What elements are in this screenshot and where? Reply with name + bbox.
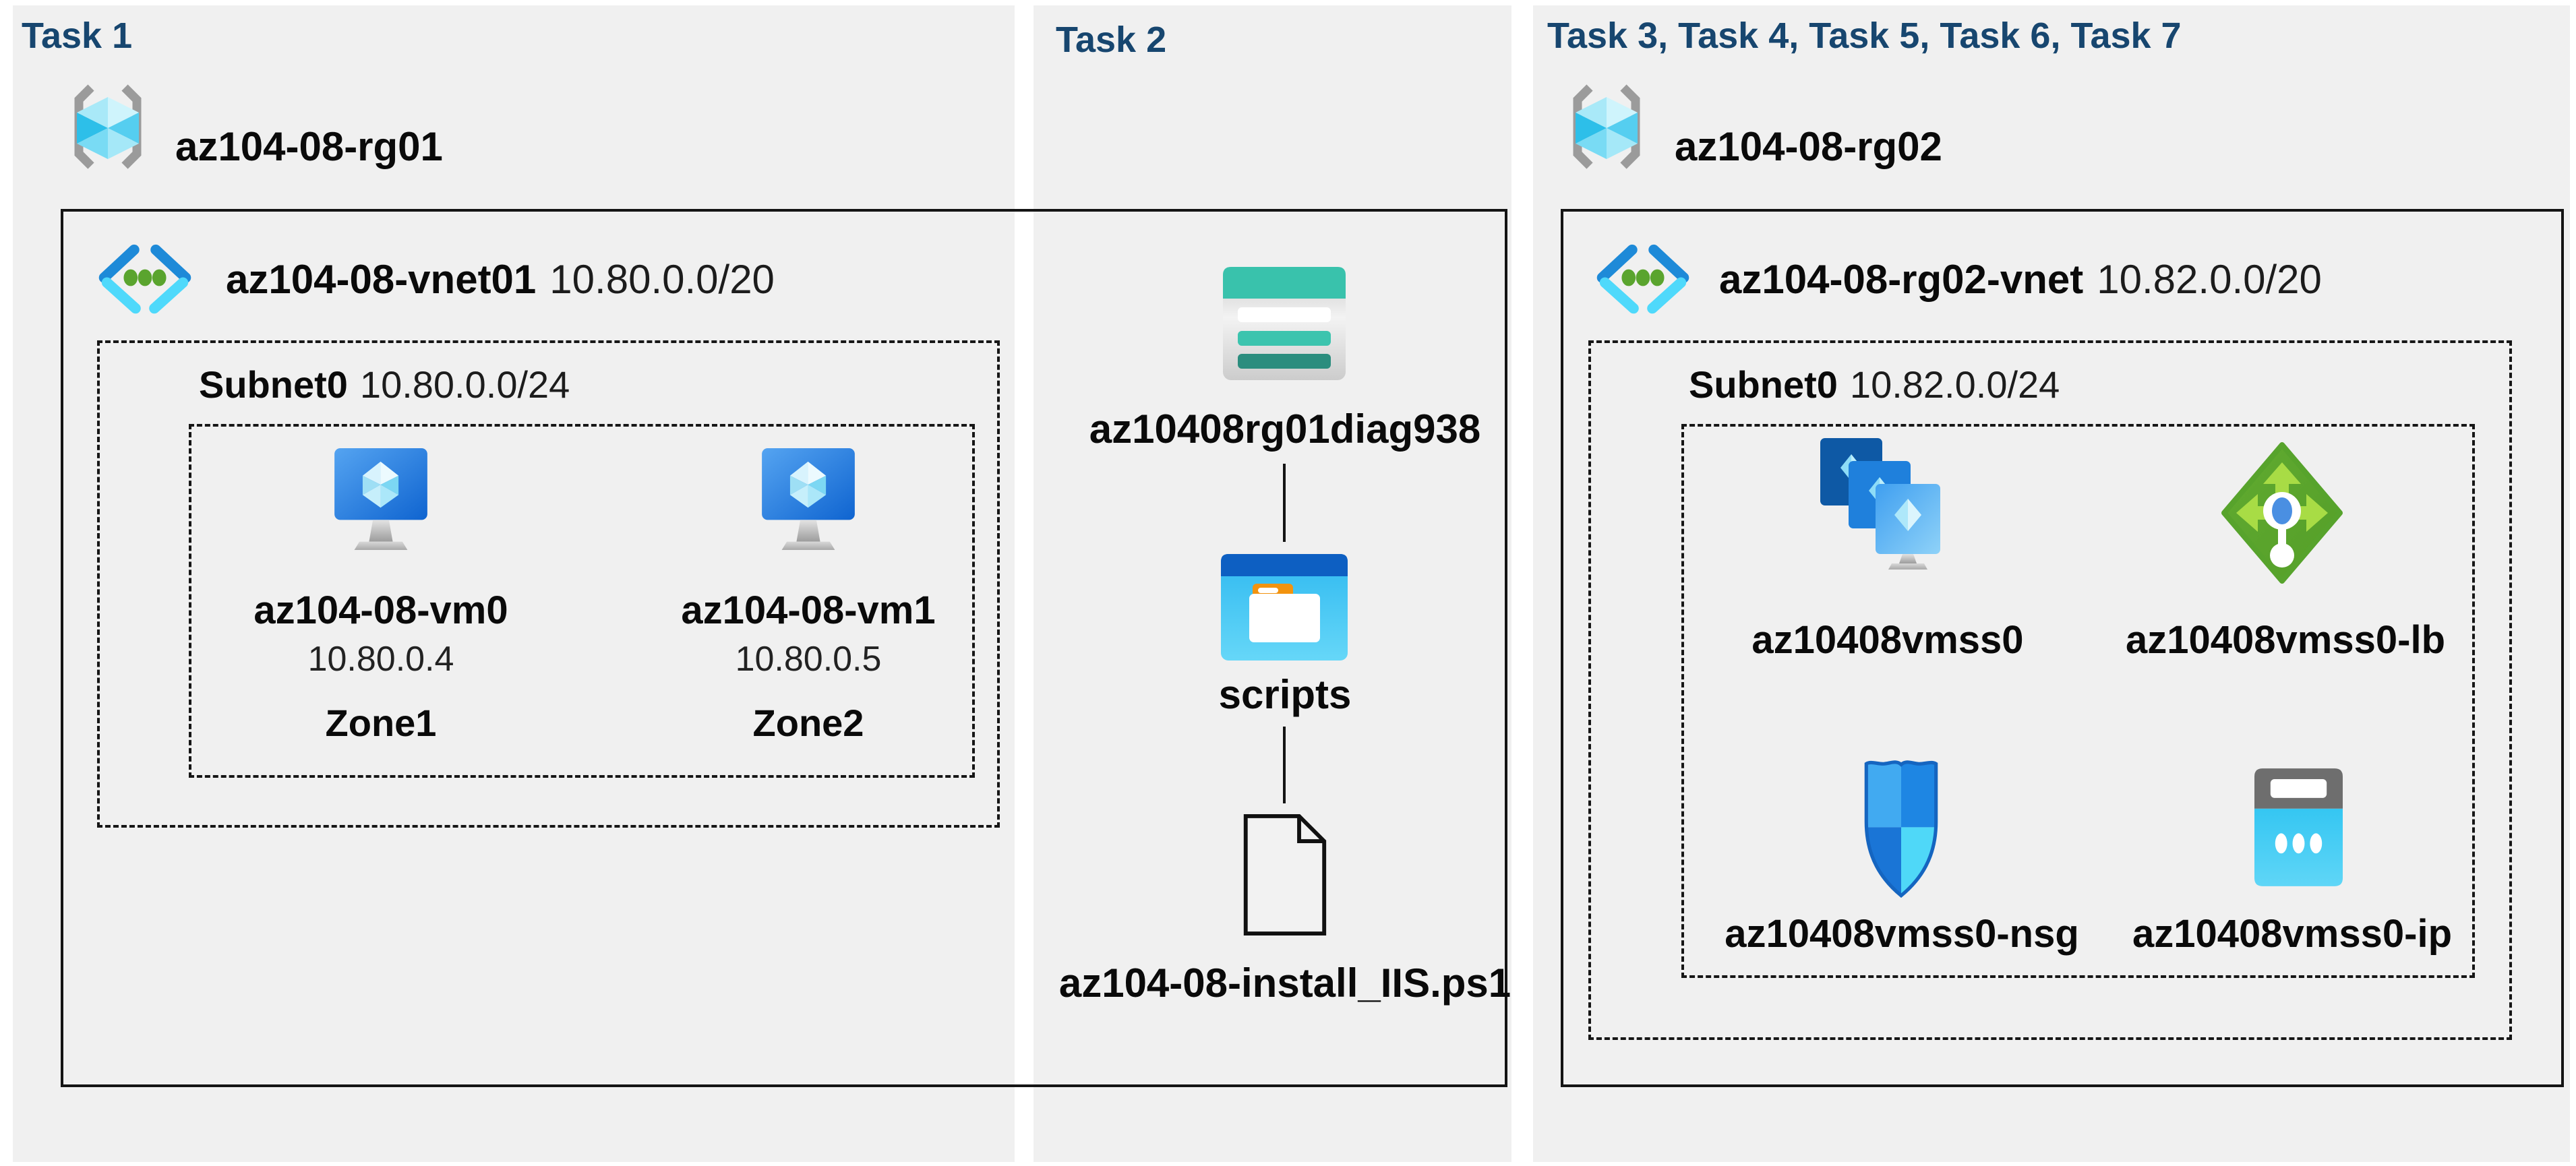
resource-group-name: az104-08-rg02 (1675, 124, 1942, 169)
subnet-cidr: 10.82.0.0/24 (1849, 363, 2060, 406)
vm-ip: 10.80.0.5 (735, 640, 882, 679)
resource-group-icon (1573, 84, 1640, 169)
storage-account-icon (1223, 267, 1346, 380)
task2-title: Task 2 (1056, 20, 1167, 60)
resource-name: az10408vmss0-lb (2126, 618, 2445, 662)
vnet-label: az104-08-vnet01 10.80.0.0/20 (226, 256, 775, 303)
subnet-label: Subnet0 10.82.0.0/24 (1689, 363, 2060, 406)
vm-group-box (189, 424, 975, 778)
subnet-box (1588, 340, 2512, 1040)
subnet-cidr: 10.80.0.0/24 (359, 363, 570, 406)
subnet-name: Subnet0 (1689, 363, 1838, 406)
resource-name: az10408vmss0 (1751, 618, 2024, 662)
vm-icon (762, 448, 855, 550)
folder-icon (1221, 554, 1348, 661)
task1-title: Task 1 (22, 16, 133, 56)
vnet-cidr: 10.82.0.0/20 (2097, 257, 2322, 302)
file-icon (1243, 814, 1327, 936)
load-balancer-icon (2221, 442, 2343, 584)
resource-name: az10408vmss0-nsg (1725, 912, 2079, 956)
virtual-network-icon (1596, 244, 1689, 314)
connector-line (1283, 464, 1286, 542)
vnet-name: az104-08-rg02-vnet (1719, 257, 2084, 302)
vmss-group-box (1681, 424, 2475, 978)
nsg-icon (1864, 760, 1938, 898)
vm-name: az104-08-vm1 (681, 588, 936, 632)
virtual-network-icon (98, 244, 191, 314)
resource-group-name: az104-08-rg01 (175, 124, 443, 169)
vnet-cidr: 10.80.0.0/20 (549, 257, 775, 302)
resource-name: az10408vmss0-ip (2132, 912, 2452, 956)
task1-column (13, 5, 1015, 1162)
vm-icon (334, 448, 427, 550)
subnet-label: Subnet0 10.80.0.0/24 (199, 363, 570, 406)
vm-zone: Zone2 (752, 702, 864, 744)
vnet-boundary-box (61, 209, 1507, 1087)
subnet-box (97, 340, 1000, 828)
subnet-name: Subnet0 (199, 363, 348, 406)
storage-account-name: az10408rg01diag938 (1089, 406, 1481, 452)
vmss-icon (1820, 438, 1940, 570)
script-file-name: az104-08-install_IIS.ps1 (1058, 960, 1511, 1006)
task3-title: Task 3, Task 4, Task 5, Task 6, Task 7 (1547, 16, 2182, 56)
container-name: scripts (1218, 672, 1352, 717)
public-ip-icon (2254, 768, 2343, 886)
vm-name: az104-08-vm0 (253, 588, 508, 632)
vnet-name: az104-08-vnet01 (226, 257, 537, 302)
vnet-boundary-box (1561, 209, 2564, 1087)
vnet-label: az104-08-rg02-vnet 10.82.0.0/20 (1719, 256, 2322, 303)
resource-group-icon (74, 84, 142, 169)
connector-line (1283, 727, 1286, 803)
task3-column (1533, 5, 2570, 1162)
vm-ip: 10.80.0.4 (307, 640, 454, 679)
vm-zone: Zone1 (325, 702, 437, 744)
